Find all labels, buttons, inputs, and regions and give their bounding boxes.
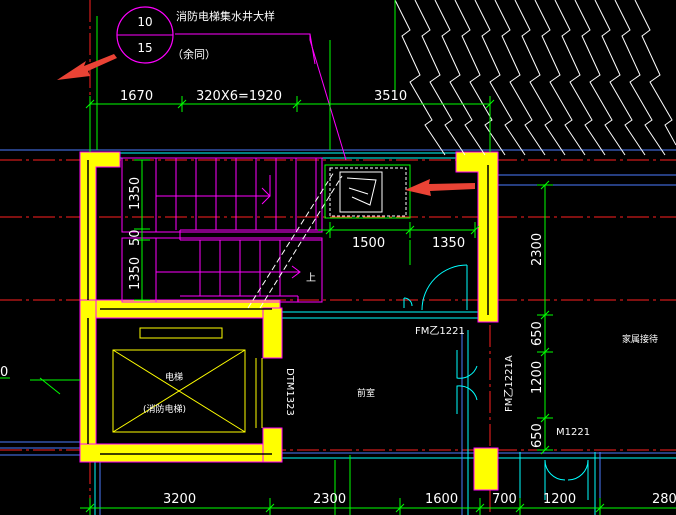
elevator-shaft xyxy=(112,327,263,433)
elevator-sub-label: (消防电梯) xyxy=(143,403,186,415)
bottom-dim-6: 280 xyxy=(652,492,676,507)
detail-title: 消防电梯集水井大样 xyxy=(176,9,275,23)
wall-inner-lines xyxy=(87,160,489,455)
elevator-label: 电梯 xyxy=(165,371,183,383)
left-edge-label: 0 xyxy=(0,365,8,380)
annotation-arrow-right xyxy=(405,179,475,196)
stair-up-label: 上 xyxy=(306,272,316,284)
right-dim-2: 650 xyxy=(530,321,545,346)
detail-callout: 10 15 消防电梯集水井大样 （余同） xyxy=(116,6,275,64)
hatch-pattern xyxy=(394,0,676,156)
door-label-fm2: FM乙1221A xyxy=(503,355,515,412)
right-dim-4: 650 xyxy=(530,423,545,448)
top-dim-2: 320X6=1920 xyxy=(196,89,282,104)
sump-pit xyxy=(324,164,411,219)
door-label-fm1: FM乙1221 xyxy=(415,325,465,337)
break-line xyxy=(247,171,343,309)
elevator-door-label: DTM1323 xyxy=(284,368,295,416)
door-label-m: M1221 xyxy=(556,427,590,438)
staircase xyxy=(121,33,347,303)
bottom-dim-4: 700 xyxy=(492,492,517,507)
bottom-dim-2: 2300 xyxy=(313,492,346,507)
top-dim-3: 3510 xyxy=(374,89,407,104)
right-dim-1: 2300 xyxy=(530,233,545,266)
bottom-dim-1: 3200 xyxy=(163,492,196,507)
callout-bottom-number: 15 xyxy=(137,41,152,55)
left-dim-1: 1350 xyxy=(128,177,143,210)
room-label: 前室 xyxy=(357,387,375,399)
doors xyxy=(403,264,589,500)
mid-dim-1: 1500 xyxy=(352,236,385,251)
left-dim-3: 1350 xyxy=(128,257,143,290)
annotation-arrows xyxy=(57,54,475,196)
bottom-dim-3: 1600 xyxy=(425,492,458,507)
right-room-label: 家属接待 xyxy=(622,333,658,345)
annotation-arrow-left xyxy=(57,54,117,80)
room-labels: FM乙1221 FM乙1221A M1221 DTM1323 电梯 (消防电梯)… xyxy=(0,272,658,438)
left-dim-2: 50 xyxy=(128,229,143,246)
top-dim-1: 1670 xyxy=(120,89,153,104)
detail-subtitle: （余同） xyxy=(172,47,216,61)
bottom-dim-5: 1200 xyxy=(543,492,576,507)
callout-top-number: 10 xyxy=(137,15,152,29)
dimension-texts: 1670 320X6=1920 3510 1500 1350 1350 50 1… xyxy=(120,89,676,507)
right-dim-3: 1200 xyxy=(530,361,545,394)
mid-dim-2: 1350 xyxy=(432,236,465,251)
